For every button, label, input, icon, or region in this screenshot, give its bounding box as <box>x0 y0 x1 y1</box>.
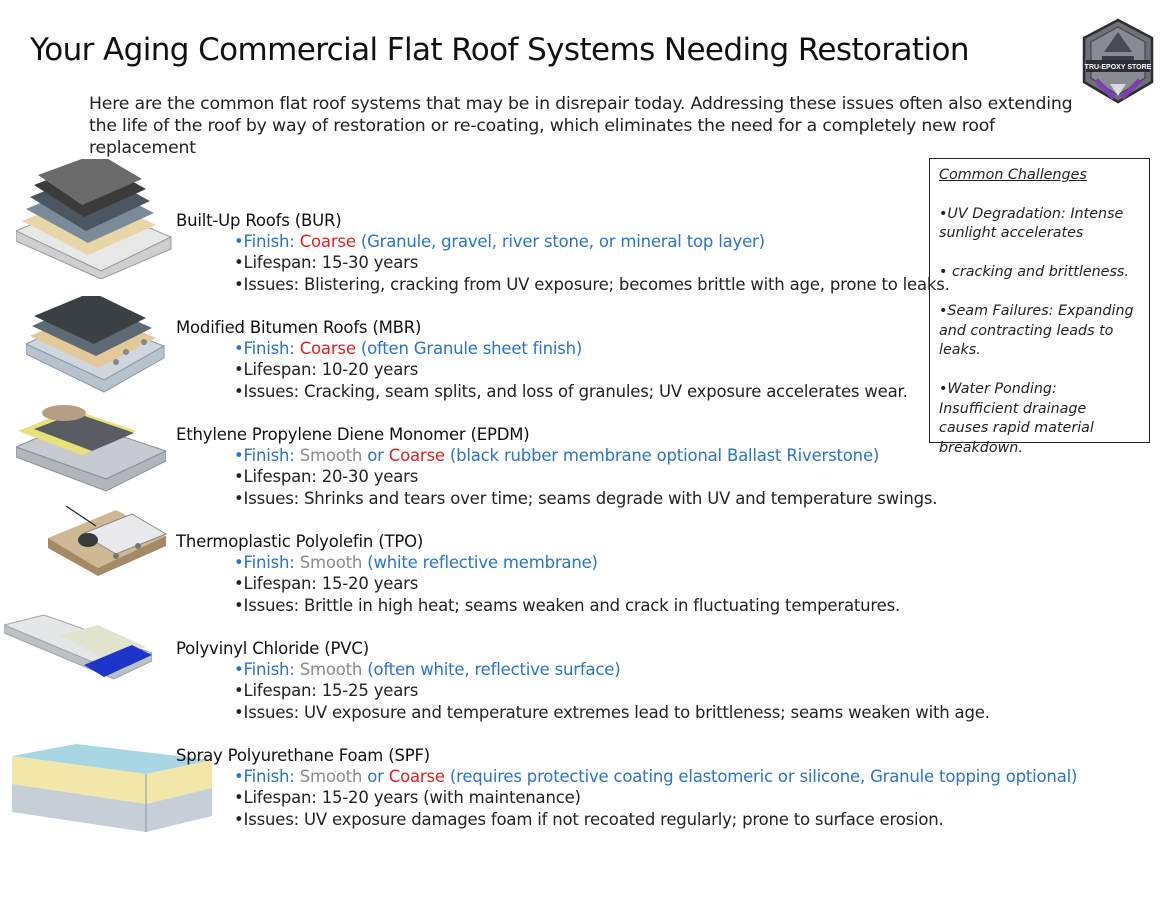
epdm-layers-illustration <box>16 405 166 492</box>
pvc-layers-illustration <box>4 614 152 680</box>
finish-line: •Finish: Smooth or Coarse (black rubber … <box>234 446 879 465</box>
finish-coarse: Coarse <box>388 446 445 465</box>
finish-smooth: Smooth <box>299 446 363 465</box>
finish-coarse: Coarse <box>299 339 356 358</box>
finish-line: •Finish: Smooth (often white, reflective… <box>234 660 621 679</box>
issues-line: •Issues: Blistering, cracking from UV ex… <box>234 275 950 294</box>
finish-line: •Finish: Coarse (often Granule sheet fin… <box>234 339 582 358</box>
lifespan-line: •Lifespan: 15-25 years <box>234 681 419 700</box>
finish-note: (Granule, gravel, river stone, or minera… <box>355 232 765 251</box>
finish-prefix: •Finish: <box>234 767 300 786</box>
issues-line: •Issues: UV exposure and temperature ext… <box>234 703 990 722</box>
finish-prefix: •Finish: <box>234 232 300 251</box>
finish-line: •Finish: Smooth (white reflective membra… <box>234 553 598 572</box>
lifespan-line: •Lifespan: 20-30 years <box>234 467 419 486</box>
finish-note: (often Granule sheet finish) <box>355 339 583 358</box>
roof-name: Polyvinyl Chloride (PVC) <box>176 639 369 658</box>
intro-paragraph: Here are the common flat roof systems th… <box>89 94 1073 158</box>
finish-smooth: Smooth <box>299 660 363 679</box>
lifespan-line: •Lifespan: 15-30 years <box>234 253 419 272</box>
finish-note: (requires protective coating elastomeric… <box>444 767 1078 786</box>
issues-line: •Issues: UV exposure damages foam if not… <box>234 810 944 829</box>
issues-line: •Issues: Brittle in high heat; seams wea… <box>234 596 901 615</box>
finish-note: (often white, reflective surface) <box>362 660 621 679</box>
challenge-item: • cracking and brittleness. <box>939 264 1129 280</box>
roof-name: Thermoplastic Polyolefin (TPO) <box>176 532 424 551</box>
finish-coarse: Coarse <box>388 767 445 786</box>
finish-smooth: Smooth <box>299 767 363 786</box>
bur-layers-illustration <box>16 159 173 279</box>
roof-name: Spray Polyurethane Foam (SPF) <box>176 746 430 765</box>
finish-smooth: Smooth <box>299 553 363 572</box>
spf-layers-illustration <box>12 744 212 832</box>
finish-prefix: •Finish: <box>234 660 300 679</box>
finish-note: (black rubber membrane optional Ballast … <box>444 446 880 465</box>
issues-line: •Issues: Shrinks and tears over time; se… <box>234 489 938 508</box>
lifespan-line: •Lifespan: 10-20 years <box>234 360 419 379</box>
finish-coarse: Coarse <box>299 232 356 251</box>
issues-line: •Issues: Cracking, seam splits, and loss… <box>234 382 908 401</box>
finish-prefix: •Finish: <box>234 339 300 358</box>
finish-or: or <box>362 446 389 465</box>
roof-name: Built-Up Roofs (BUR) <box>176 211 342 230</box>
finish-or: or <box>362 767 389 786</box>
roof-name: Ethylene Propylene Diene Monomer (EPDM) <box>176 425 530 444</box>
tru-epoxy-store-logo: TRU-EPOXY STORE <box>1082 18 1154 104</box>
logo-text: TRU-EPOXY STORE <box>1085 64 1152 71</box>
mbr-layers-illustration <box>26 296 166 393</box>
challenge-item: •UV Degradation: Intense sunlight accele… <box>939 205 1124 242</box>
tpo-roll-illustration <box>48 506 168 576</box>
challenge-item: •Seam Failures: Expanding and contractin… <box>939 303 1134 358</box>
challenge-item: •Water Ponding: Insufficient drainage ca… <box>939 381 1094 456</box>
finish-line: •Finish: Smooth or Coarse (requires prot… <box>234 767 1077 786</box>
lifespan-line: •Lifespan: 15-20 years (with maintenance… <box>234 788 581 807</box>
page-title: Your Aging Commercial Flat Roof Systems … <box>30 32 969 68</box>
roof-name: Modified Bitumen Roofs (MBR) <box>176 318 422 337</box>
finish-prefix: •Finish: <box>234 446 300 465</box>
finish-line: •Finish: Coarse (Granule, gravel, river … <box>234 232 765 251</box>
finish-note: (white reflective membrane) <box>362 553 598 572</box>
finish-prefix: •Finish: <box>234 553 300 572</box>
common-challenges-box: Common Challenges •UV Degradation: Inten… <box>929 158 1150 456</box>
lifespan-line: •Lifespan: 15-20 years <box>234 574 419 593</box>
challenges-heading: Common Challenges <box>939 167 1087 183</box>
